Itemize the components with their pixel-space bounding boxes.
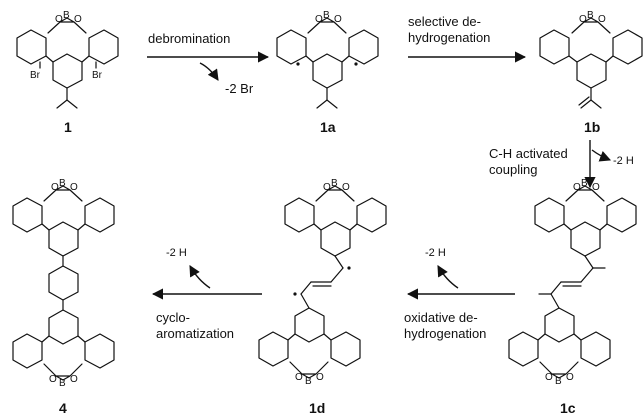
atom-o-1d-bottom-left: O [295, 372, 303, 383]
atom-o-4-top-right: O [70, 182, 78, 193]
atom-o-1c-bottom-right: O [566, 372, 574, 383]
compound-label-4: 4 [59, 400, 67, 416]
compound-label-1c: 1c [560, 400, 576, 416]
compound-1c-structure [508, 185, 637, 379]
label-minus-2h-mid: -2 H [425, 247, 446, 259]
atom-o-1b-right: O [598, 14, 606, 25]
label-minus-2h-left: -2 H [166, 247, 187, 259]
atom-o-1c-bottom-left: O [545, 372, 553, 383]
atom-o-1c-top-left: O [573, 182, 581, 193]
atom-o-4-bottom-left: O [49, 374, 57, 385]
label-oxidative-1: oxidative de- [404, 310, 478, 325]
atom-b-1d-top: B [331, 178, 338, 189]
atom-b-4-bottom: B [59, 378, 66, 389]
label-cyclo-2: aromatization [156, 326, 234, 341]
label-minus-2h-right: -2 H [613, 155, 634, 167]
atom-o-1a-right: O [334, 14, 342, 25]
label-ch-1: C-H activated [489, 146, 568, 161]
atom-o-4-bottom-right: O [70, 374, 78, 385]
atom-o-1c-top-right: O [592, 182, 600, 193]
label-ch-2: coupling [489, 162, 537, 177]
atom-o-1b: O [74, 14, 82, 25]
label-oxidative-2: hydrogenation [404, 326, 486, 341]
arrow-h-loss-right [591, 149, 612, 162]
atom-b-1: B [63, 10, 70, 21]
atom-b-4-top: B [59, 178, 66, 189]
compound-1b-structure [539, 17, 643, 109]
label-selective-2: hydrogenation [408, 30, 490, 45]
label-debromination: debromination [148, 31, 230, 46]
atom-b-1c-bottom: B [555, 376, 562, 387]
atom-o-1d-bottom-right: O [316, 372, 324, 383]
compound-label-1d: 1d [309, 400, 325, 416]
compound-1a-structure [276, 17, 379, 109]
atom-o-1d-top-left: O [323, 182, 331, 193]
compound-label-1b: 1b [584, 119, 600, 135]
atom-b-1c-top: B [581, 178, 588, 189]
label-selective-1: selective de- [408, 14, 481, 29]
compound-label-1: 1 [64, 119, 72, 135]
atom-b-1b: B [587, 10, 594, 21]
arrow-h-loss-mid [437, 265, 459, 289]
compound-4-structure [12, 185, 115, 381]
atom-o-4-top-left: O [51, 182, 59, 193]
label-cyclo-1: cyclo- [156, 310, 190, 325]
atom-br-1a: Br [30, 70, 41, 81]
atom-o-1b-left: O [579, 14, 587, 25]
label-minus-2br: -2 Br [225, 81, 254, 96]
atom-br-1b: Br [92, 70, 103, 81]
atom-o-1a-left: O [315, 14, 323, 25]
compound-1-structure [16, 17, 119, 109]
atom-b-1d-bottom: B [305, 376, 312, 387]
compound-1d-structure [258, 185, 387, 379]
arrow-h-loss-left [189, 265, 211, 289]
atom-o-1a: O [55, 14, 63, 25]
arrow-br-loss [199, 62, 219, 81]
compound-label-1a: 1a [320, 119, 336, 135]
atom-b-1a: B [323, 10, 330, 21]
atom-o-1d-top-right: O [342, 182, 350, 193]
